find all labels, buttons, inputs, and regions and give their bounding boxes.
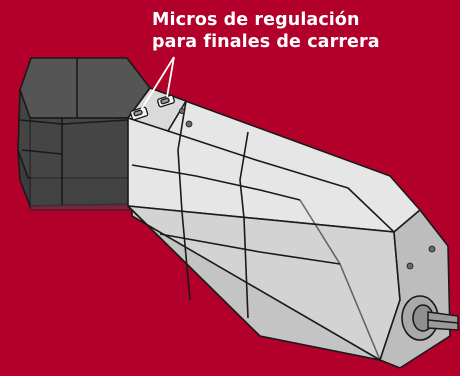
tube-body (127, 87, 451, 369)
callout-label: Micros de regulación para finales de car… (152, 9, 452, 53)
limit-switch-micro-icon (130, 94, 175, 121)
callout-leader-lines (140, 56, 175, 111)
callout-line-2: para finales de carrera (152, 32, 380, 52)
motor-head (17, 57, 151, 211)
screw-hole-icon (178, 108, 436, 270)
callout-line-1: Micros de regulación (152, 10, 360, 30)
shaft-icon (427, 311, 459, 331)
